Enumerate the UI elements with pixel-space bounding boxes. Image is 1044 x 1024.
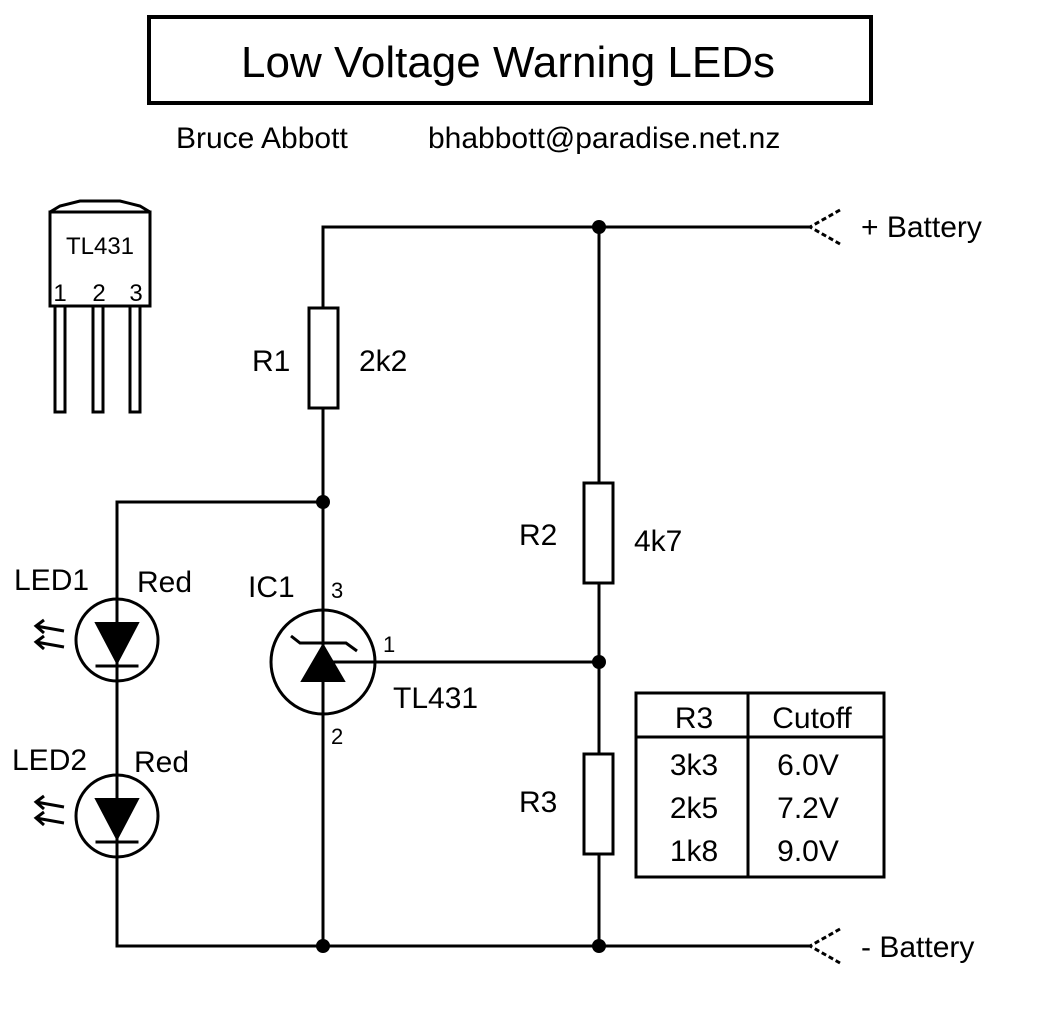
light-emission-icon bbox=[33, 794, 65, 827]
r2-value: 4k7 bbox=[634, 525, 682, 558]
resistor-icon bbox=[307, 306, 340, 410]
zener-triangle-icon bbox=[300, 643, 346, 682]
title-frame bbox=[147, 15, 873, 105]
junction-dot bbox=[316, 939, 330, 953]
author-name: Bruce Abbott bbox=[176, 122, 348, 155]
wire-negative-rail bbox=[115, 858, 812, 948]
table-header-r3: R3 bbox=[675, 702, 713, 735]
wire-positive-rail bbox=[321, 225, 812, 311]
resistor-icon bbox=[582, 752, 615, 856]
resistor-r1[interactable]: R1 2k2 bbox=[252, 306, 407, 410]
negative-terminal-label: - Battery bbox=[861, 931, 974, 964]
table-cell-r3: 1k8 bbox=[670, 835, 718, 868]
tl431-package-icon: TL431 1 2 3 bbox=[48, 199, 152, 414]
package-part-label: TL431 bbox=[66, 233, 134, 260]
diode-triangle-icon bbox=[94, 798, 140, 842]
r1-ref: R1 bbox=[252, 345, 290, 378]
wires bbox=[115, 225, 812, 948]
light-emission-icon bbox=[33, 618, 65, 651]
title-block: Low Voltage Warning LEDs Bruce Abbott bh… bbox=[147, 15, 873, 155]
junction-dot bbox=[592, 939, 606, 953]
junctions bbox=[316, 220, 606, 953]
package-pin-3: 3 bbox=[129, 280, 142, 307]
page-title: Low Voltage Warning LEDs bbox=[241, 38, 775, 87]
ic1-pin-ref: 1 bbox=[383, 632, 395, 657]
resistor-icon bbox=[582, 481, 615, 585]
led2-ref: LED2 bbox=[12, 744, 87, 777]
terminal-negative[interactable]: - Battery bbox=[806, 927, 974, 965]
led-led2[interactable]: LED2 Red bbox=[12, 744, 189, 864]
package-pin-1: 1 bbox=[53, 280, 66, 307]
resistor-r2[interactable]: R2 4k7 bbox=[519, 481, 682, 585]
led1-color: Red bbox=[137, 566, 192, 599]
junction-dot bbox=[316, 495, 330, 509]
r1-value: 2k2 bbox=[359, 345, 407, 378]
resistor-r3[interactable]: R3 bbox=[519, 752, 615, 856]
table-cell-cutoff: 6.0V bbox=[777, 749, 839, 782]
author-email: bhabbott@paradise.net.nz bbox=[428, 122, 780, 155]
r3-ref: R3 bbox=[519, 786, 557, 819]
package-pin-2: 2 bbox=[92, 280, 105, 307]
led2-color: Red bbox=[134, 746, 189, 779]
package-body bbox=[48, 210, 152, 308]
ic1-ref: IC1 bbox=[248, 571, 295, 604]
ic1-pin-cathode: 3 bbox=[331, 578, 343, 603]
terminal-positive[interactable]: + Battery bbox=[806, 208, 982, 246]
positive-terminal-label: + Battery bbox=[861, 211, 982, 244]
junction-dot bbox=[592, 220, 606, 234]
r3-cutoff-table: R3 Cutoff 3k3 6.0V 2k5 7.2V 1k8 9.0V bbox=[634, 691, 886, 879]
ic-ic1-tl431[interactable]: IC1 3 1 2 TL431 bbox=[248, 571, 478, 749]
package-lead-2 bbox=[91, 304, 105, 414]
diode-triangle-icon bbox=[94, 622, 140, 666]
ic1-pin-anode: 2 bbox=[331, 724, 343, 749]
led1-ref: LED1 bbox=[14, 564, 89, 597]
package-lead-3 bbox=[128, 304, 142, 414]
package-lead-1 bbox=[53, 304, 67, 414]
table-cell-r3: 3k3 bbox=[670, 749, 718, 782]
led-led1[interactable]: LED1 Red bbox=[14, 564, 192, 687]
table-cell-cutoff: 7.2V bbox=[777, 792, 839, 825]
terminal-connector-icon bbox=[806, 927, 841, 965]
table-cell-r3: 2k5 bbox=[670, 792, 718, 825]
package-dome bbox=[49, 199, 151, 214]
r2-ref: R2 bbox=[519, 519, 557, 552]
table-frame bbox=[634, 691, 886, 879]
wire-node-to-led1 bbox=[115, 500, 325, 597]
table-header-cutoff: Cutoff bbox=[772, 702, 852, 735]
table-cell-cutoff: 9.0V bbox=[777, 835, 839, 868]
junction-dot bbox=[592, 655, 606, 669]
zener-bar-icon bbox=[290, 634, 358, 653]
terminal-connector-icon bbox=[806, 208, 841, 246]
ic1-part: TL431 bbox=[393, 682, 478, 715]
